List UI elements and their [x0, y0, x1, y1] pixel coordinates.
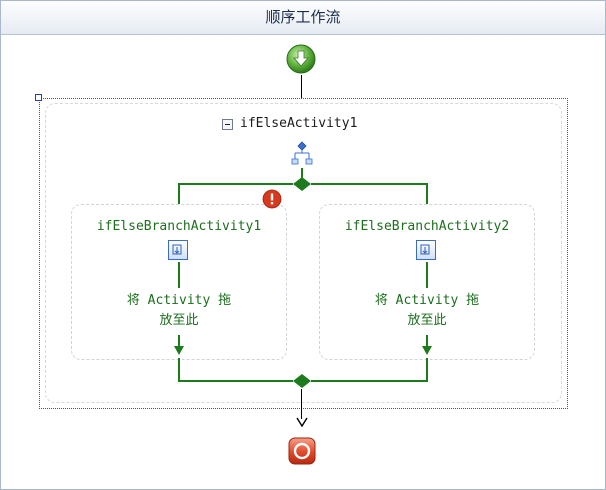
activity-placeholder-icon [168, 240, 188, 260]
merge-line-left [178, 380, 293, 382]
split-line-left [178, 183, 293, 185]
branch1-top-line [178, 183, 180, 205]
branch2-lower-line [426, 335, 428, 347]
ifelse-activity[interactable] [45, 103, 562, 403]
split-line-right [311, 183, 427, 185]
selection-handle[interactable] [35, 94, 42, 101]
branch2-top-line [426, 183, 428, 205]
branch-title: ifElseBranchActivity1 [96, 219, 262, 234]
collapse-icon[interactable] [222, 119, 233, 130]
drop-text-line1: 将 Activity 拖 [374, 293, 480, 308]
drop-target-text[interactable]: 将 Activity 拖 放至此 [320, 291, 534, 331]
split-connector [301, 168, 303, 180]
branch-1[interactable]: ifElseBranchActivity1 将 Activity 拖 放至此 [71, 204, 287, 360]
branch1-mid-line [178, 262, 180, 288]
branch-title: ifElseBranchActivity2 [344, 219, 510, 234]
ifelse-icon [291, 141, 313, 165]
drop-text-line1: 将 Activity 拖 [126, 293, 232, 308]
error-icon[interactable] [262, 189, 282, 209]
branch2-bottom-line [426, 358, 428, 382]
split-diamond [293, 177, 311, 191]
end-connector-arrow [296, 417, 308, 427]
branch1-bottom-line [178, 358, 180, 382]
start-icon[interactable] [285, 43, 317, 75]
ifelse-title: ifElseActivity1 [240, 116, 358, 131]
designer-title: 顺序工作流 [1, 1, 605, 35]
branch2-mid-line [426, 262, 428, 288]
end-connector [301, 389, 302, 419]
end-icon[interactable] [287, 436, 317, 466]
ifelse-selection-frame[interactable] [39, 98, 568, 409]
drop-text-line2: 放至此 [407, 313, 447, 328]
branch1-lower-line [178, 335, 180, 347]
start-connector [301, 75, 302, 99]
activity-placeholder-icon [416, 240, 436, 260]
merge-diamond [293, 374, 311, 388]
drop-target-text[interactable]: 将 Activity 拖 放至此 [72, 291, 286, 331]
branch1-arrow [174, 346, 184, 355]
branch2-arrow [422, 346, 432, 355]
drop-text-line2: 放至此 [159, 313, 199, 328]
merge-line-right [311, 380, 428, 382]
